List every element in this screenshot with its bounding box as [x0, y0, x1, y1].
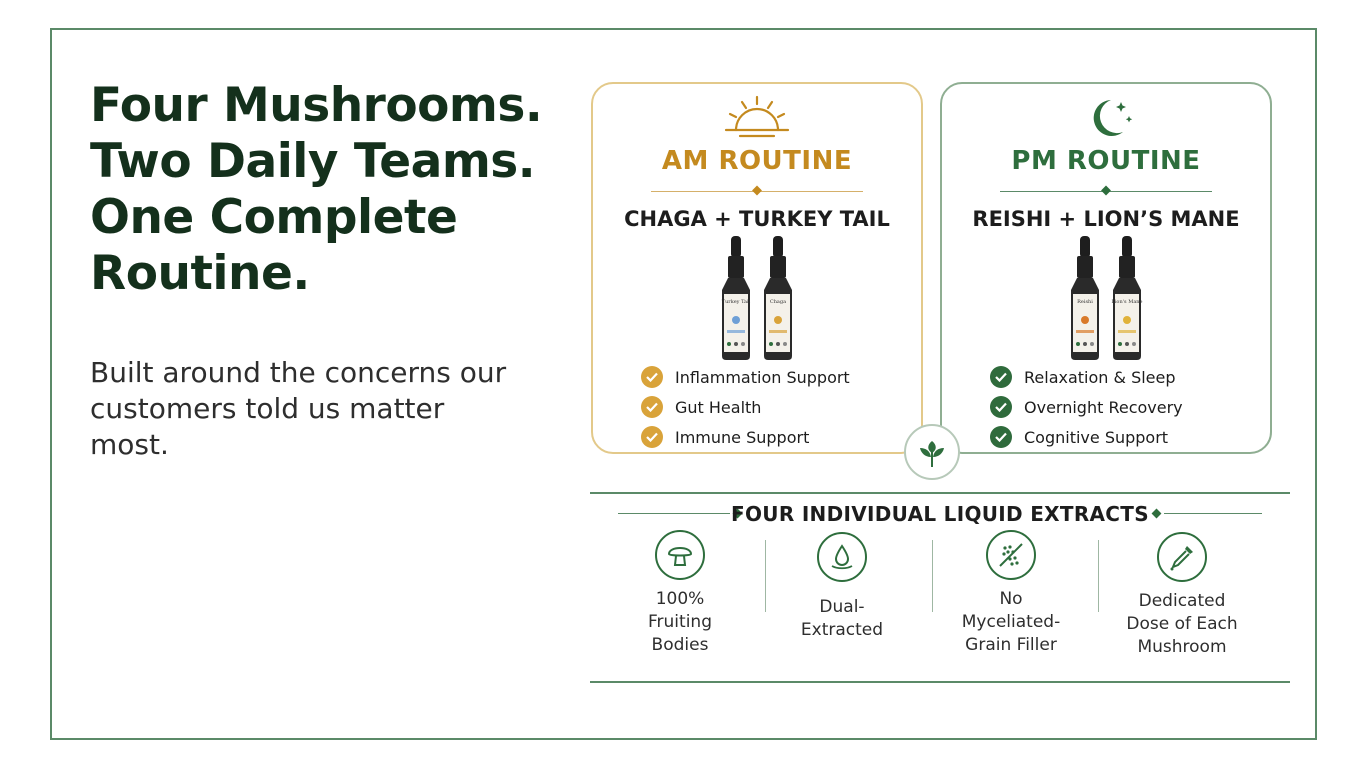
section-rule-top [590, 492, 1290, 494]
feature-separator [765, 540, 766, 612]
subtext: Built around the concerns our customers … [90, 356, 507, 461]
tincture-bottle: Reishi [1071, 236, 1099, 360]
mushroom-icon [655, 530, 705, 580]
pm-routine-title: PM ROUTINE [1011, 146, 1201, 176]
benefit-label: Gut Health [675, 397, 762, 417]
benefit-label: Overnight Recovery [1024, 397, 1183, 417]
headline-line-4: Routine. [90, 246, 310, 301]
tincture-bottle: Chaga [764, 236, 792, 360]
benefit-item: Inflammation Support [641, 362, 850, 392]
am-routine-title: AM ROUTINE [661, 146, 853, 176]
bottle-label: Turkey Tail [722, 299, 751, 305]
moon-stars-icon [942, 94, 1270, 140]
headline: Four Mushrooms. Two Daily Teams. One Com… [90, 78, 570, 302]
check-icon [641, 426, 663, 448]
check-icon [990, 426, 1012, 448]
pm-routine-card: PM ROUTINE REISHI + LION’S MANE Reishi Li… [940, 82, 1272, 454]
benefit-label: Relaxation & Sleep [1024, 367, 1176, 387]
headline-line-3: One Complete [90, 190, 458, 245]
am-divider [651, 185, 863, 196]
droplet-icon [817, 532, 867, 582]
extracts-header: FOUR INDIVIDUAL LIQUID EXTRACTS [618, 502, 1262, 526]
benefit-label: Cognitive Support [1024, 427, 1169, 447]
feature-separator [1098, 540, 1099, 612]
benefit-label: Inflammation Support [675, 367, 850, 387]
pm-benefits: Relaxation & Sleep Overnight Recovery Co… [990, 362, 1183, 452]
feature-label: No Myceliated- Grain Filler [961, 589, 1061, 655]
am-routine-card: AM ROUTINE CHAGA + TURKEY TAIL Turkey Ta… [591, 82, 923, 454]
section-rule-bottom [590, 681, 1290, 683]
tincture-bottle: Turkey Tail [722, 236, 751, 360]
extracts-title: FOUR INDIVIDUAL LIQUID EXTRACTS [731, 502, 1149, 526]
bottle-label: Lion's Mane [1112, 299, 1143, 305]
benefit-item: Overnight Recovery [990, 392, 1183, 422]
tincture-bottle: Lion's Mane [1112, 236, 1143, 360]
feature-separator [932, 540, 933, 612]
am-benefits: Inflammation Support Gut Health Immune S… [641, 362, 850, 452]
benefit-item: Immune Support [641, 422, 850, 452]
headline-line-1: Four Mushrooms. [90, 78, 543, 133]
check-icon [990, 366, 1012, 388]
feature-dedicated-dose: Dedicated Dose of Each Mushroom [1102, 532, 1262, 659]
bottle-label: Chaga [770, 299, 786, 305]
no-grain-icon [986, 530, 1036, 580]
benefit-item: Cognitive Support [990, 422, 1183, 452]
feature-label: Dual- Extracted [800, 597, 884, 640]
pm-divider [1000, 185, 1212, 196]
sprout-icon [904, 424, 960, 480]
am-routine-subtitle: CHAGA + TURKEY TAIL [624, 207, 890, 231]
pm-routine-subtitle: REISHI + LION’S MANE [972, 207, 1240, 231]
bottle-label: Reishi [1077, 299, 1093, 305]
feature-dual-extracted: Dual- Extracted [762, 532, 922, 642]
feature-label: Dedicated Dose of Each Mushroom [1126, 591, 1238, 657]
benefit-item: Relaxation & Sleep [990, 362, 1183, 392]
benefit-label: Immune Support [675, 427, 810, 447]
feature-label: 100% Fruiting Bodies [648, 589, 712, 655]
benefit-item: Gut Health [641, 392, 850, 422]
dropper-icon [1157, 532, 1207, 582]
feature-row: 100% Fruiting Bodies Dual- Extracted [600, 530, 1280, 670]
feature-no-grain-filler: No Myceliated- Grain Filler [931, 530, 1091, 657]
check-icon [641, 396, 663, 418]
am-bottles: Turkey Tail Chaga [593, 236, 921, 362]
check-icon [990, 396, 1012, 418]
check-icon [641, 366, 663, 388]
pm-bottles: Reishi Lion's Mane [942, 236, 1270, 362]
headline-line-2: Two Daily Teams. [90, 134, 536, 189]
sunrise-icon [593, 94, 921, 140]
feature-fruiting-bodies: 100% Fruiting Bodies [600, 530, 760, 657]
